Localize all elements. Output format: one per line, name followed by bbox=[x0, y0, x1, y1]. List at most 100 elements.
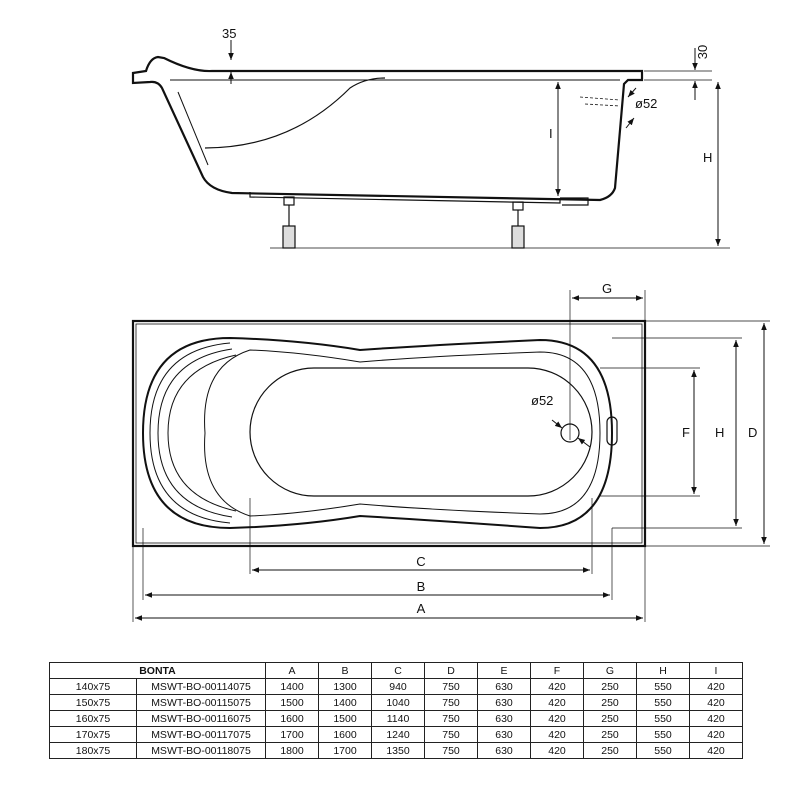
side-view bbox=[131, 40, 730, 249]
bowl-inner-wall bbox=[204, 349, 601, 517]
row-value: 550 bbox=[636, 710, 690, 727]
top-view bbox=[131, 290, 770, 622]
row-value: 1500 bbox=[265, 694, 319, 711]
row-value: 750 bbox=[424, 742, 478, 759]
row-size: 180x75 bbox=[49, 742, 137, 759]
row-value: 550 bbox=[636, 726, 690, 743]
row-value: 1400 bbox=[265, 678, 319, 695]
dim-a-label: A bbox=[417, 601, 426, 616]
dim-b-label: B bbox=[417, 579, 426, 594]
leg-left bbox=[282, 196, 296, 249]
row-value: 420 bbox=[689, 710, 743, 727]
row-value: 250 bbox=[583, 694, 637, 711]
row-value: 1240 bbox=[371, 726, 425, 743]
dim-g-label: G bbox=[602, 281, 612, 296]
col-header: I bbox=[689, 662, 743, 679]
row-value: 420 bbox=[530, 694, 584, 711]
dim-30-label: 30 bbox=[695, 45, 710, 59]
row-value: 630 bbox=[477, 710, 531, 727]
row-value: 630 bbox=[477, 694, 531, 711]
dim-c-label: C bbox=[416, 554, 425, 569]
row-value: 1600 bbox=[265, 710, 319, 727]
row-size: 160x75 bbox=[49, 710, 137, 727]
row-value: 420 bbox=[689, 726, 743, 743]
leg-right bbox=[511, 201, 525, 249]
row-value: 630 bbox=[477, 742, 531, 759]
drain-hidden-line bbox=[579, 96, 621, 107]
side-drain-label: ø52 bbox=[635, 96, 657, 111]
dim-35-label: 35 bbox=[222, 26, 236, 41]
row-value: 1040 bbox=[371, 694, 425, 711]
row-value: 250 bbox=[583, 726, 637, 743]
row-value: 420 bbox=[530, 710, 584, 727]
col-header: D bbox=[424, 662, 478, 679]
row-value: 250 bbox=[583, 710, 637, 727]
overflow-slot bbox=[606, 416, 618, 446]
row-value: 550 bbox=[636, 694, 690, 711]
row-value: 420 bbox=[689, 678, 743, 695]
dim-f-label: F bbox=[682, 425, 690, 440]
bowl-bottom bbox=[249, 367, 593, 497]
table-header-row: BONTA A B C D E F G H I bbox=[49, 662, 743, 679]
row-code: MSWT-BO-00118075 bbox=[136, 742, 266, 759]
row-value: 250 bbox=[583, 678, 637, 695]
row-value: 420 bbox=[689, 742, 743, 759]
row-value: 1700 bbox=[318, 742, 372, 759]
row-value: 1400 bbox=[318, 694, 372, 711]
tub-inner-curve bbox=[204, 77, 386, 149]
col-header: A bbox=[265, 662, 319, 679]
dim-d-label: D bbox=[748, 425, 757, 440]
row-value: 750 bbox=[424, 678, 478, 695]
row-value: 1600 bbox=[318, 726, 372, 743]
row-value: 750 bbox=[424, 726, 478, 743]
row-value: 420 bbox=[530, 726, 584, 743]
row-code: MSWT-BO-00114075 bbox=[136, 678, 266, 695]
row-code: MSWT-BO-00116075 bbox=[136, 710, 266, 727]
col-header: H bbox=[636, 662, 690, 679]
series-name: BONTA bbox=[49, 662, 266, 679]
col-header: E bbox=[477, 662, 531, 679]
tub-side-outline bbox=[131, 55, 644, 202]
col-header: G bbox=[583, 662, 637, 679]
row-value: 550 bbox=[636, 678, 690, 695]
row-value: 630 bbox=[477, 678, 531, 695]
side-i-label: I bbox=[549, 126, 553, 141]
row-value: 420 bbox=[689, 694, 743, 711]
side-h-label: H bbox=[703, 150, 712, 165]
bowl-outer bbox=[141, 336, 614, 530]
row-value: 750 bbox=[424, 710, 478, 727]
dim-h-label: H bbox=[715, 425, 724, 440]
row-value: 420 bbox=[530, 678, 584, 695]
row-value: 1500 bbox=[318, 710, 372, 727]
tub-top-outline bbox=[131, 319, 647, 548]
row-size: 140x75 bbox=[49, 678, 137, 695]
col-header: B bbox=[318, 662, 372, 679]
row-code: MSWT-BO-00115075 bbox=[136, 694, 266, 711]
top-drain-label: ø52 bbox=[531, 393, 553, 408]
tub-base-frame bbox=[249, 192, 561, 204]
col-header: C bbox=[371, 662, 425, 679]
row-value: 1800 bbox=[265, 742, 319, 759]
row-value: 750 bbox=[424, 694, 478, 711]
row-size: 170x75 bbox=[49, 726, 137, 743]
row-size: 150x75 bbox=[49, 694, 137, 711]
row-value: 1350 bbox=[371, 742, 425, 759]
col-header: F bbox=[530, 662, 584, 679]
row-value: 420 bbox=[530, 742, 584, 759]
row-value: 550 bbox=[636, 742, 690, 759]
row-value: 940 bbox=[371, 678, 425, 695]
row-value: 250 bbox=[583, 742, 637, 759]
row-value: 630 bbox=[477, 726, 531, 743]
technical-drawing: 35 30 ø52 H I bbox=[131, 26, 770, 622]
row-value: 1700 bbox=[265, 726, 319, 743]
row-value: 1140 bbox=[371, 710, 425, 727]
row-value: 1300 bbox=[318, 678, 372, 695]
row-code: MSWT-BO-00117075 bbox=[136, 726, 266, 743]
